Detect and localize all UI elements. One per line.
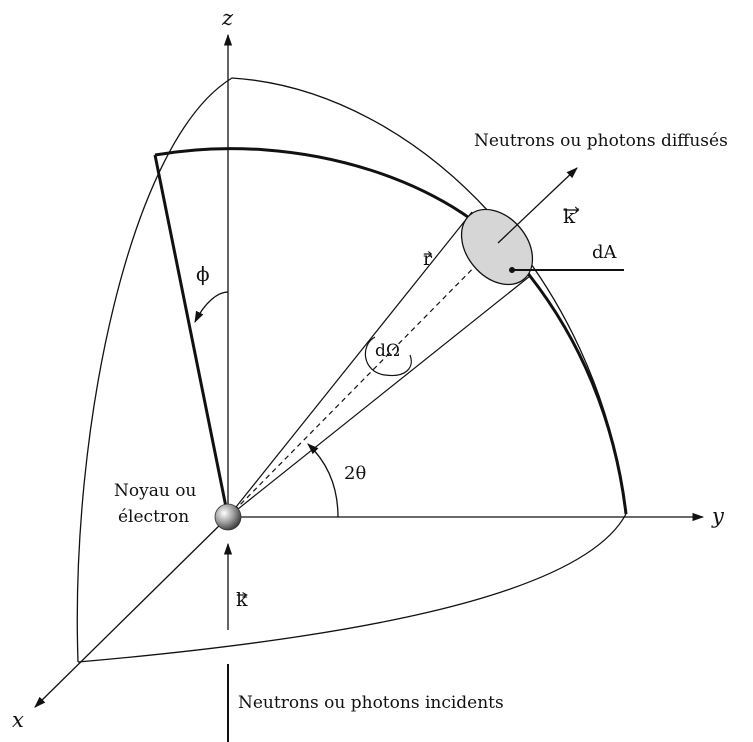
x-axis — [34, 516, 229, 708]
y-axis-label: y — [712, 504, 724, 528]
k-text: k — [236, 589, 248, 611]
r-text: r — [423, 248, 433, 270]
incident-label: Neutrons ou photons incidents — [238, 693, 504, 713]
cone-edge-lower — [227, 275, 531, 518]
vector-arrow-icon — [236, 591, 248, 599]
cone-edge-upper — [227, 211, 473, 518]
k-prime-arrow — [497, 167, 578, 244]
target-label-line1: Noyau ou — [114, 481, 197, 501]
dOmega-loop — [364, 336, 412, 377]
target-label-line2: électron — [118, 507, 190, 527]
phi-angle-arc — [194, 291, 229, 324]
x-axis-label: x — [12, 708, 24, 732]
two-theta-angle-arc — [307, 443, 339, 518]
dA-label: dA — [592, 242, 617, 263]
dOmega-label: dΩ — [375, 341, 400, 361]
vector-arrow-icon — [563, 206, 580, 214]
cone-axis-dashed — [227, 242, 499, 518]
dA-patch — [460, 208, 534, 286]
k-prime-vector-label: k′ — [563, 206, 580, 226]
great-circle-arc — [154, 147, 628, 515]
k-vector-label: k — [236, 591, 248, 610]
k-prime-text: k′ — [563, 204, 580, 228]
outer-sphere-arc — [76, 77, 627, 663]
equator-arc — [77, 513, 627, 663]
phi-label: ϕ — [196, 262, 210, 286]
r-vector-label: r — [423, 248, 433, 270]
z-axis-label: z — [222, 6, 234, 30]
target-sphere — [214, 503, 242, 531]
vector-arrow-icon — [423, 250, 433, 258]
scattered-label: Neutrons ou photons diffusés — [474, 131, 728, 151]
azimuth-line — [153, 154, 230, 518]
two-theta-label: 2θ — [344, 463, 367, 484]
dA-point — [509, 267, 515, 273]
